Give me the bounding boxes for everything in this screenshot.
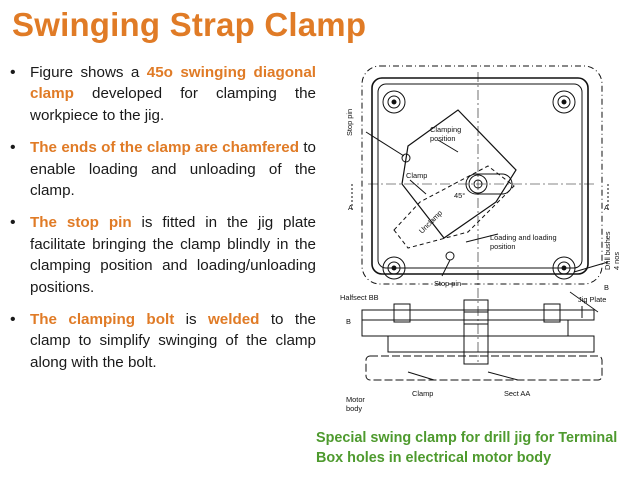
label-jig-plate: Jig Plate xyxy=(578,295,606,304)
highlight-text: 45o swinging diagonal clamp xyxy=(30,64,316,103)
bullet-text: The stop pin is fitted in the jig plate … xyxy=(30,214,316,295)
label-section-b-left: B xyxy=(346,317,351,326)
bullet-item: • Figure shows a 45o swinging diagonal cl… xyxy=(10,62,316,126)
label-stop-pin-top: Stop pin xyxy=(345,109,354,136)
bullet-dot: • xyxy=(10,214,16,232)
body-text: Figure shows a xyxy=(30,64,147,81)
body-text: to enable loading and unloading of the c… xyxy=(30,139,316,200)
bullet-item: • The clamping bolt is welded to the clam… xyxy=(10,309,316,373)
label-stop-pin-bottom: Stop pin xyxy=(434,279,461,288)
label-unclamp: Unclamp xyxy=(417,208,444,235)
bullet-list: • Figure shows a 45o swinging diagonal cl… xyxy=(10,62,316,384)
bush-section-left xyxy=(393,303,411,323)
highlight-text: The clamping bolt xyxy=(30,311,175,329)
highlight-text: The stop pin xyxy=(30,214,132,232)
bullet-dot: • xyxy=(10,64,16,81)
bullet-dot: • xyxy=(10,311,16,329)
label-section-b-right: B xyxy=(604,283,609,292)
bush-section-right xyxy=(543,303,561,323)
figure-caption: Special swing clamp for drill jig for Te… xyxy=(316,430,618,466)
clamp-section xyxy=(361,319,569,337)
bullet-text: The clamping bolt is welded to the clamp… xyxy=(30,311,316,371)
drill-bush-tl xyxy=(382,90,406,114)
drill-bush-tr xyxy=(552,90,576,114)
highlight-text: The ends of the clamp are chamfered xyxy=(30,139,299,157)
jig-plate-outline xyxy=(371,77,589,275)
drill-bush-bl xyxy=(382,256,406,280)
bullet-dot: • xyxy=(10,139,16,157)
bullet-text: The ends of the clamp are chamfered to e… xyxy=(30,139,316,199)
jig-plate-inner xyxy=(377,83,583,269)
body-text: developed for clamping the workpiece to … xyxy=(30,85,316,124)
motor-body-outline-bottom xyxy=(365,355,603,381)
body-text: is xyxy=(174,311,208,329)
bullet-text: Figure shows a 45o swinging diagonal cla… xyxy=(30,64,316,124)
label-clamp-top: Clamp xyxy=(406,171,427,180)
stop-pin-bottom xyxy=(445,251,455,261)
bullet-item: • The ends of the clamp are chamfered to … xyxy=(10,137,316,201)
label-section-a-right: A xyxy=(604,203,609,212)
label-drill-bushes: Drill bushes4 nos xyxy=(603,231,621,270)
label-sect-aa: Sect AA xyxy=(504,389,530,398)
highlight-text: welded xyxy=(207,311,260,329)
label-section-a-left: A xyxy=(348,203,353,212)
stop-pin-top xyxy=(401,153,411,163)
label-angle: 45° xyxy=(454,191,465,200)
motor-body-section xyxy=(387,335,595,353)
bolt-section xyxy=(463,299,489,365)
bullet-item: • The stop pin is fitted in the jig plate… xyxy=(10,212,316,298)
clamp-clamping-position xyxy=(401,109,517,239)
body-text: is fitted in the jig plate facilitate br… xyxy=(30,214,316,296)
label-clamp-bottom: Clamp xyxy=(412,389,433,398)
drill-bush-br xyxy=(552,256,576,280)
clamp-loading-position xyxy=(393,165,515,249)
motor-body-outline xyxy=(361,65,603,285)
label-halfsect-bb: Halfsect BB xyxy=(340,293,379,302)
slide-title: Swinging Strap Clamp xyxy=(12,6,367,43)
body-text: to the clamp to simplify swinging of the… xyxy=(30,311,316,371)
